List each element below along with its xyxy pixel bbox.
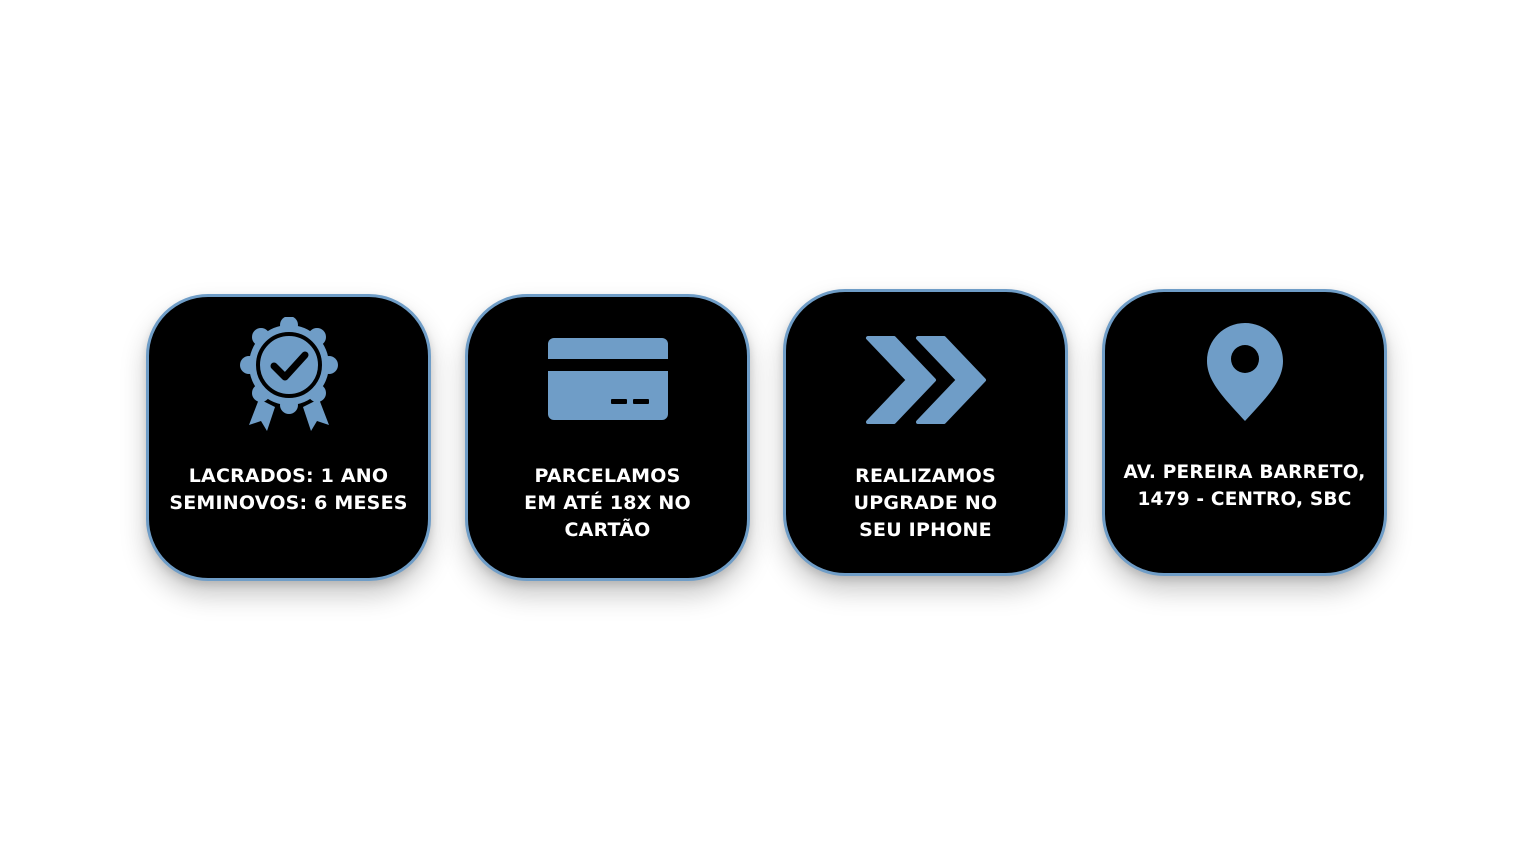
feature-label-upgrade: REALIZAMOS UPGRADE NO SEU IPHONE: [853, 465, 998, 541]
award-badge-check-icon: [239, 317, 338, 431]
feature-label-installments: PARCELAMOS EM ATÉ 18X NO CARTÃO: [524, 465, 691, 541]
feature-label-address: AV. PEREIRA BARRETO, 1479 - CENTRO, SBC: [1123, 462, 1366, 510]
double-chevron-right-icon: [865, 336, 986, 424]
map-pin-icon: [1206, 323, 1283, 421]
feature-card-address: AV. PEREIRA BARRETO, 1479 - CENTRO, SBC: [1102, 289, 1387, 576]
feature-card-warranty: LACRADOS: 1 ANO SEMINOVOS: 6 MESES: [146, 294, 431, 581]
feature-card-upgrade: REALIZAMOS UPGRADE NO SEU IPHONE: [783, 289, 1068, 576]
feature-card-installments: PARCELAMOS EM ATÉ 18X NO CARTÃO: [465, 294, 750, 581]
feature-label-warranty: LACRADOS: 1 ANO SEMINOVOS: 6 MESES: [169, 465, 408, 514]
credit-card-icon: [547, 338, 668, 420]
